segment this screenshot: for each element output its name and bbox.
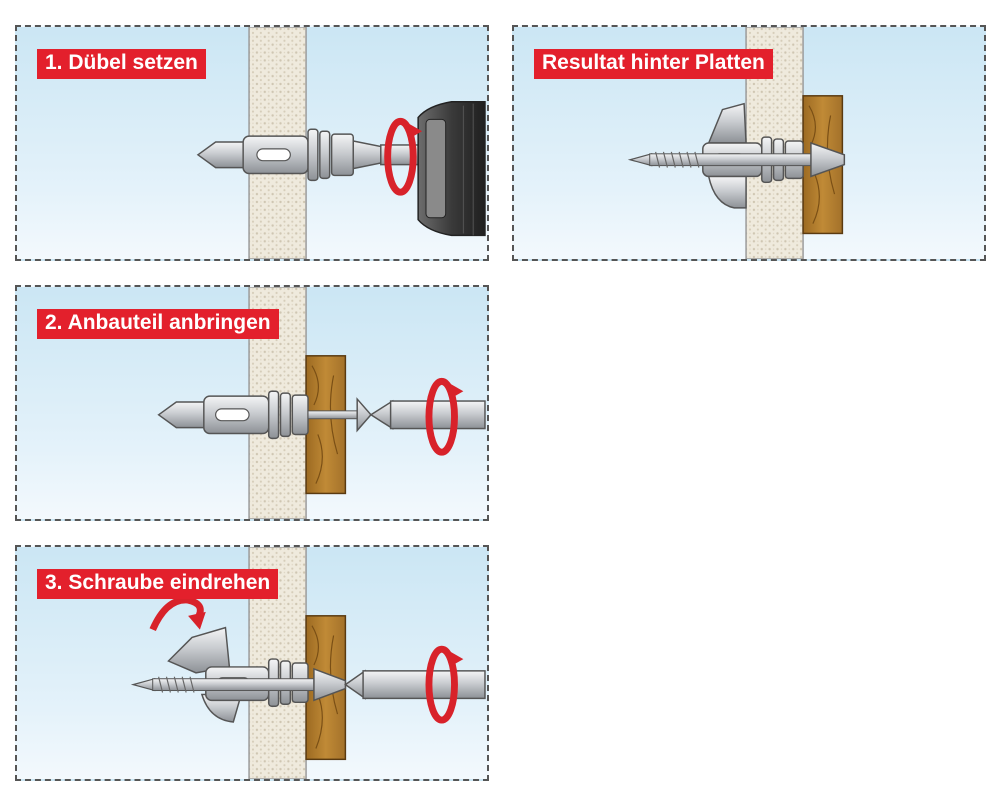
panel-step-1: 1. Dübel setzen <box>15 25 489 261</box>
screw-icon <box>307 397 372 433</box>
panel-step-3: 3. Schraube eindrehen <box>15 545 489 781</box>
step2-label: 2. Anbauteil anbringen <box>37 309 279 339</box>
result-label: Resultat hinter Platten <box>534 49 773 79</box>
drill-chuck-icon <box>417 100 486 237</box>
rotation-arrow-icon <box>384 117 423 196</box>
screwdriver-bit-icon <box>369 399 486 430</box>
panel-result: Resultat hinter Platten <box>512 25 986 261</box>
wood-board-icon <box>305 355 347 495</box>
step1-label: 1. Dübel setzen <box>37 49 206 79</box>
screwdriver-bit-icon <box>344 669 486 700</box>
rotation-arrow-icon <box>425 645 464 724</box>
rotation-arrow-icon <box>149 596 206 632</box>
toggle-anchor-icon <box>157 390 309 440</box>
screw-icon <box>627 141 846 178</box>
panel-step-2: 2. Anbauteil anbringen <box>15 285 489 521</box>
step3-label: 3. Schraube eindrehen <box>37 569 279 599</box>
toggle-anchor-icon <box>196 128 354 182</box>
screw-icon <box>130 667 347 702</box>
rotation-arrow-icon <box>425 377 464 456</box>
step1-illustration <box>196 27 486 259</box>
